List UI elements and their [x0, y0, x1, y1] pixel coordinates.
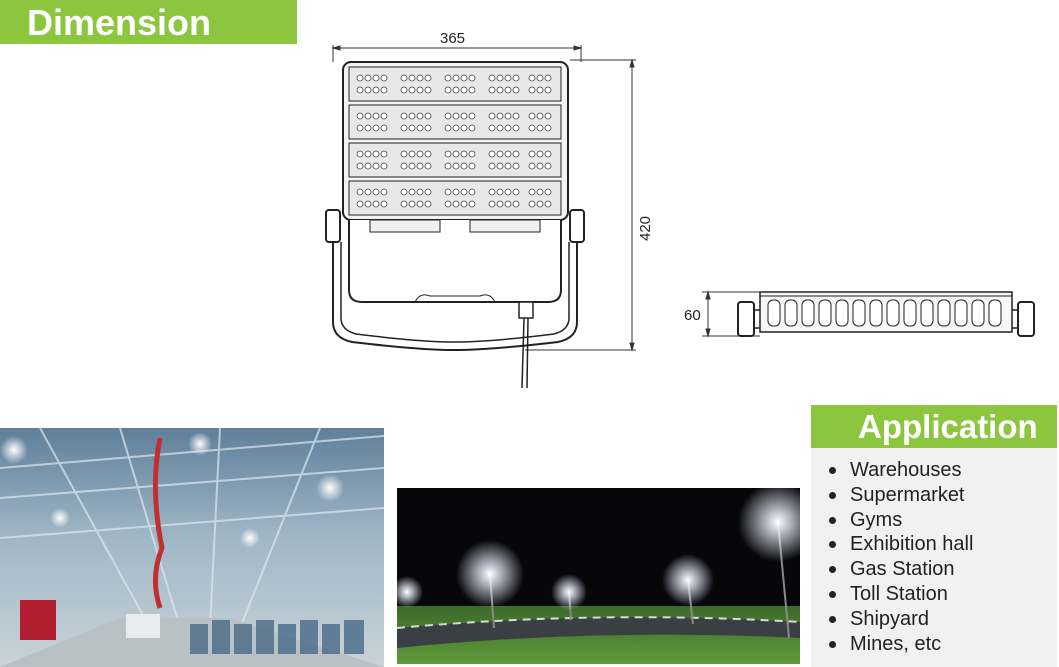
application-item: Gas Station: [827, 557, 973, 582]
application-item: Exhibition hall: [827, 532, 973, 557]
width-label: 365: [440, 30, 465, 47]
depth-label: 60: [684, 307, 701, 324]
application-item: Gyms: [827, 508, 973, 533]
height-label: 420: [637, 216, 654, 241]
application-item: Supermarket: [827, 483, 973, 508]
application-item: Toll Station: [827, 582, 973, 607]
application-list: Warehouses Supermarket Gyms Exhibition h…: [827, 458, 973, 656]
warehouse-photo: [0, 428, 384, 667]
application-banner: Application: [811, 405, 1057, 448]
application-title: Application: [858, 408, 1038, 445]
led-module-rows: [348, 66, 562, 216]
heat-sink-fins: [767, 299, 1002, 327]
height-dimension: [525, 58, 636, 352]
dimension-drawing: 365 420: [325, 30, 1035, 389]
race-track-photo: [397, 488, 800, 664]
application-panel: Warehouses Supermarket Gyms Exhibition h…: [811, 448, 1057, 667]
application-item: Mines, etc: [827, 632, 973, 657]
front-view-luminaire: [325, 61, 585, 389]
application-item: Shipyard: [827, 607, 973, 632]
width-dimension: [331, 45, 583, 62]
dimension-banner: Dimension: [0, 0, 297, 44]
side-view-luminaire: [737, 291, 1035, 337]
dimension-title: Dimension: [27, 2, 212, 43]
led-lenses: [356, 74, 552, 208]
application-item: Warehouses: [827, 458, 973, 483]
